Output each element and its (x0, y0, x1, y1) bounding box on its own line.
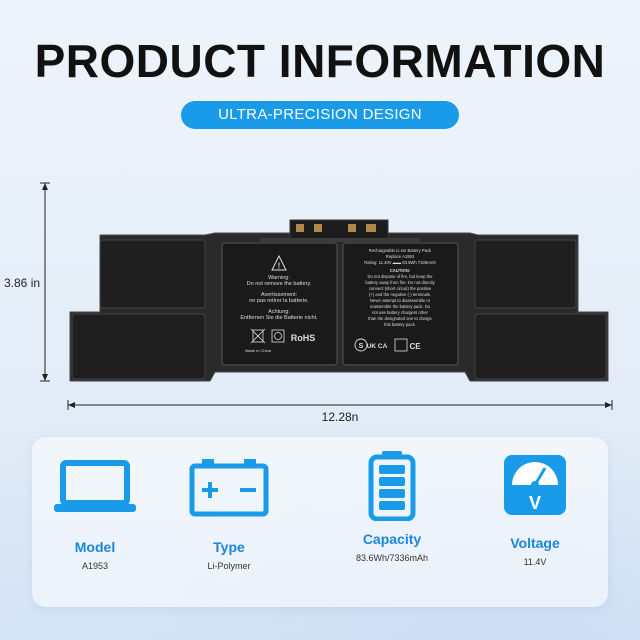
warning-triangle-icon (271, 254, 287, 271)
feature-voltage: V Voltage 11.4V (475, 455, 595, 567)
cell-bottom-left (71, 313, 206, 380)
feature-label: Capacity (362, 531, 422, 547)
warning-text: Do not remove the battery. (247, 281, 312, 287)
cell-center-left (221, 242, 338, 366)
feature-capacity: Capacity 83.6Wh/7336mAh (332, 451, 452, 563)
page-title: PRODUCT INFORMATION (34, 35, 606, 87)
recycle-mark-icon (394, 338, 408, 352)
battery-illustration: ! Warning: Do not remove the battery. Av… (40, 182, 613, 410)
caution-line: battery away from fire. Do not directly (365, 280, 435, 285)
cell-top-right (474, 239, 577, 309)
achtung-text: Entfernen Sie die Batterie nicht. (240, 315, 318, 321)
recycle-mark-icon (271, 329, 285, 343)
caution-line: than the designated one to charge (368, 316, 432, 321)
feature-value: 83.6Wh/7336mAh (355, 553, 429, 563)
caution-line: reassemble the battery pack. Do (370, 304, 431, 309)
cell-top-left (99, 239, 206, 309)
s-mark: S (359, 343, 364, 350)
feature-value: Li-Polymer (207, 561, 251, 571)
avertissement-heading: Avertissement: (261, 292, 298, 298)
ce-mark: CE (409, 342, 421, 351)
caution-line: (+) and the negative (-) terminals. (369, 292, 431, 297)
height-dimension-line (40, 182, 50, 382)
feature-type: Type Li-Polymer (169, 457, 289, 571)
right-label-line-1: Rechargeable Li-ion Battery Pack (369, 248, 432, 253)
caution-line: not use battery chargers other (372, 310, 428, 315)
height-dimension-label: 3.86 in (4, 276, 41, 290)
subtitle-badge: ULTRA-PRECISION DESIGN (181, 101, 459, 129)
achtung-heading: Achtung: (268, 309, 290, 315)
voltmeter-icon: V (504, 455, 566, 515)
features-panel: Model A1953 Type Li-Polymer Capacity 83.… (32, 437, 608, 607)
caution-heading: CAUTION: (390, 268, 410, 273)
s-mark-icon (354, 338, 368, 352)
made-in-text: Made in China (245, 348, 272, 353)
feature-model: Model A1953 (35, 457, 155, 571)
width-dimension-label: 12.28n (321, 410, 359, 424)
right-label-line-3: Rating: 11.40V ▬▬ 83.6Wh 7336mAh (364, 260, 436, 265)
feature-value: A1953 (81, 561, 109, 571)
battery-level-icon (368, 451, 416, 521)
laptop-icon (54, 460, 136, 512)
width-dimension-line (67, 400, 613, 410)
avertissement-text: ne pas retirer la batterie. (249, 298, 309, 304)
recycle-bin-icon (250, 328, 266, 344)
caution-line: Never attempt to disassemble or (370, 298, 431, 303)
car-battery-icon (189, 459, 269, 517)
svg-text:!: ! (278, 262, 281, 271)
svg-text:V: V (529, 493, 541, 513)
feature-label: Voltage (510, 535, 560, 551)
caution-line: connect (short circuit) the positive (369, 286, 432, 291)
caution-line: Do not dispose of fire, but keep the (368, 274, 434, 279)
right-label-line-2: Replace A1953 (386, 254, 415, 259)
cell-center-right (342, 242, 459, 366)
warning-heading: Warning: (268, 275, 290, 281)
cell-bottom-right (474, 313, 607, 380)
caution-line: this battery pack. (384, 322, 416, 327)
ukca-mark: UK CA (367, 343, 388, 350)
feature-label: Model (74, 539, 116, 555)
rohs-mark: RoHS (291, 333, 316, 343)
feature-value: 11.4V (523, 557, 547, 567)
feature-label: Type (213, 539, 245, 555)
